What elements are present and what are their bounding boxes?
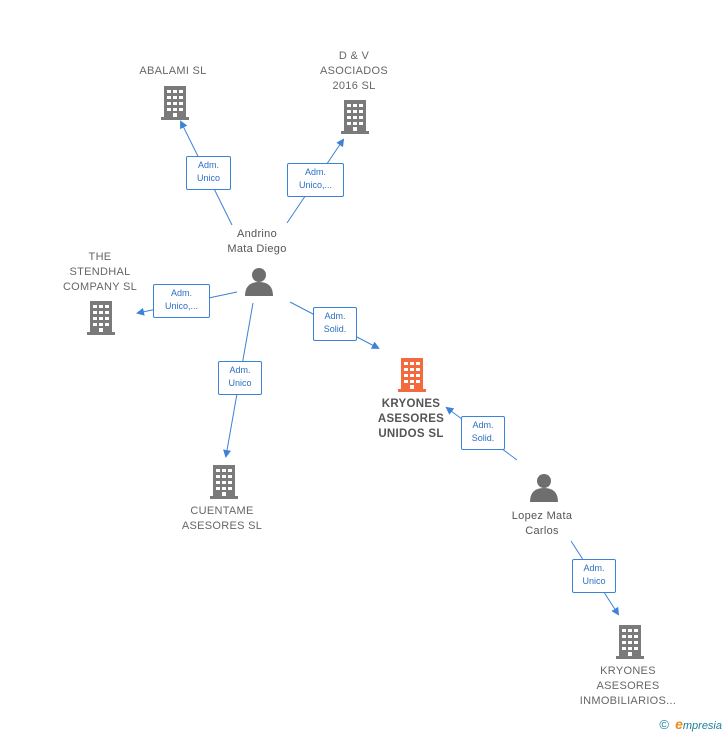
andrino-label[interactable]: Andrino Mata Diego — [227, 228, 287, 255]
edge-label-kryones-inmo: Adm. Unico — [572, 559, 616, 593]
lopez-label[interactable]: Lopez Mata Carlos — [511, 510, 573, 537]
brand-text: mpresia — [682, 720, 722, 732]
edge-label-abalami: Adm. Unico — [186, 156, 231, 190]
edge-label-cuentame: Adm. Unico — [218, 361, 262, 395]
kryones-inmo-building-icon[interactable] — [616, 625, 644, 659]
kryones-inmo-label[interactable]: KRYONES ASESORES INMOBILIARIOS... — [579, 665, 677, 707]
dv-building-icon[interactable] — [341, 100, 369, 134]
dv-label[interactable]: D & V ASOCIADOS 2016 SL — [319, 50, 389, 92]
stendhal-label[interactable]: THE STENDHAL COMPANY SL — [62, 251, 138, 293]
stendhal-building-icon[interactable] — [87, 301, 115, 335]
brand-logo[interactable]: empresia — [675, 716, 722, 732]
abalami-label[interactable]: ABALAMI SL — [139, 65, 207, 77]
kryones-label[interactable]: KRYONES ASESORES UNIDOS SL — [377, 398, 445, 440]
edge-lines — [136, 120, 620, 616]
cuentame-building-icon[interactable] — [210, 465, 238, 499]
abalami-building-icon[interactable] — [161, 86, 189, 120]
footer-branding: © empresia — [659, 716, 722, 732]
edge-label-dv: Adm. Unico,... — [287, 163, 344, 197]
brand-initial: e — [675, 716, 683, 732]
edge-label-kryones-lopez: Adm. Solid. — [461, 416, 505, 450]
lopez-person-icon[interactable] — [530, 474, 558, 502]
kryones-building-icon[interactable] — [398, 358, 426, 392]
edge-label-kryones-andrino: Adm. Solid. — [313, 307, 357, 341]
cuentame-label[interactable]: CUENTAME ASESORES SL — [181, 505, 263, 532]
copyright-symbol: © — [659, 717, 670, 732]
andrino-person-icon[interactable] — [245, 268, 273, 296]
edge-label-stendhal: Adm. Unico,... — [153, 284, 210, 318]
